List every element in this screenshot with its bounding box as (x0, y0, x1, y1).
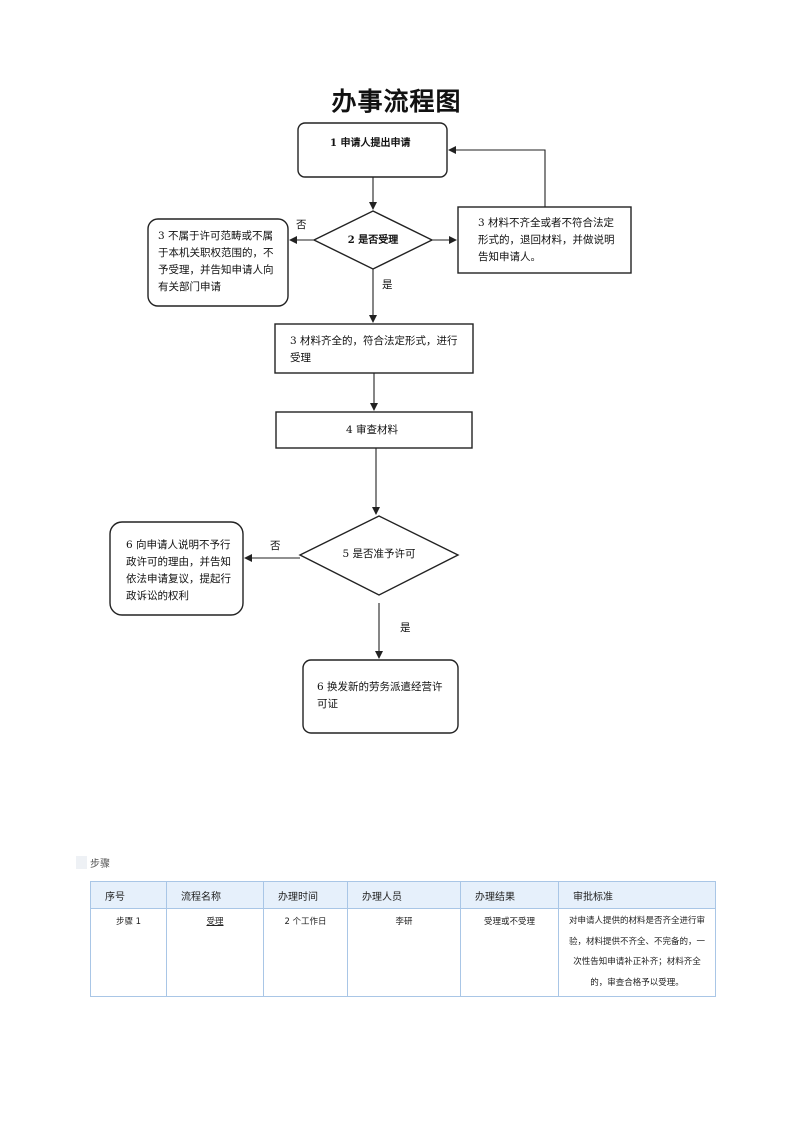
node-grant-decision (298, 515, 460, 596)
cell-person: 李研 (347, 908, 461, 997)
header-process-name: 流程名称 (166, 881, 264, 909)
cell-process-name-wrap: 受理 (166, 908, 264, 997)
node-accept-box (274, 323, 474, 374)
node-grant-box (302, 659, 459, 734)
table-row: 步骤 1 受理 2 个工作日 李研 受理或不受理 对申请人提供的材料是否齐全进行… (90, 908, 716, 997)
node-review-label: 4 审查材料 (346, 424, 399, 436)
node-review-box (275, 411, 473, 449)
cell-step: 步骤 1 (90, 908, 167, 997)
cell-criteria: 对申请人提供的材料是否齐全进行审验，材料提供不齐全、不完备的，一次性告知申请补正… (558, 908, 716, 997)
header-time: 办理时间 (263, 881, 348, 909)
node-grant-decision-label: 5 是否准予许可 (342, 548, 416, 560)
node-deny-label: 6 向申请人说明不予行政许可的理由，并告知依法申请复议，提起行政诉讼的权利 (126, 539, 231, 602)
page-title: 办事流程图 (331, 87, 462, 116)
node-reject-scope-box (147, 218, 289, 307)
node-deny-box (109, 521, 244, 616)
node-reject-scope-label: 3 不属于许可范畴或不属于本机关职权范围的，不予受理，并告知申请人向有关部门申请 (158, 230, 274, 293)
edge-label-yes-2: 是 (400, 622, 411, 634)
node-accept-label: 3 材料齐全的，符合法定形式，进行受理 (290, 335, 458, 364)
node-apply-label: 1 申请人提出申请 (330, 138, 411, 149)
edge-label-no-1: 否 (296, 219, 307, 231)
table-header-row: 序号 流程名称 办理时间 办理人员 办理结果 审批标准 (90, 881, 716, 909)
header-person: 办理人员 (347, 881, 461, 909)
node-accept-decision-label: 2 是否受理 (347, 235, 399, 246)
steps-table: 序号 流程名称 办理时间 办理人员 办理结果 审批标准 步骤 1 受理 2 个工… (90, 881, 716, 997)
node-incomplete-label: 3 材料不齐全或者不符合法定形式的，退回材料，并做说明告知申请人。 (478, 217, 615, 263)
edge-label-yes-1: 是 (382, 279, 393, 291)
arrow-incomplete-back-to-apply (448, 146, 546, 207)
header-step: 序号 (90, 881, 167, 909)
cell-result: 受理或不受理 (460, 908, 559, 997)
cell-process-name-link[interactable]: 受理 (206, 917, 224, 927)
node-grant-label: 6 换发新的劳务派遣经营许可证 (317, 681, 443, 710)
header-criteria: 审批标准 (558, 881, 716, 909)
flowchart (109, 122, 632, 734)
edge-label-no-2: 否 (270, 540, 281, 552)
header-result: 办理结果 (460, 881, 559, 909)
section-label: 步骤 (76, 855, 110, 870)
cell-time: 2 个工作日 (263, 908, 348, 997)
